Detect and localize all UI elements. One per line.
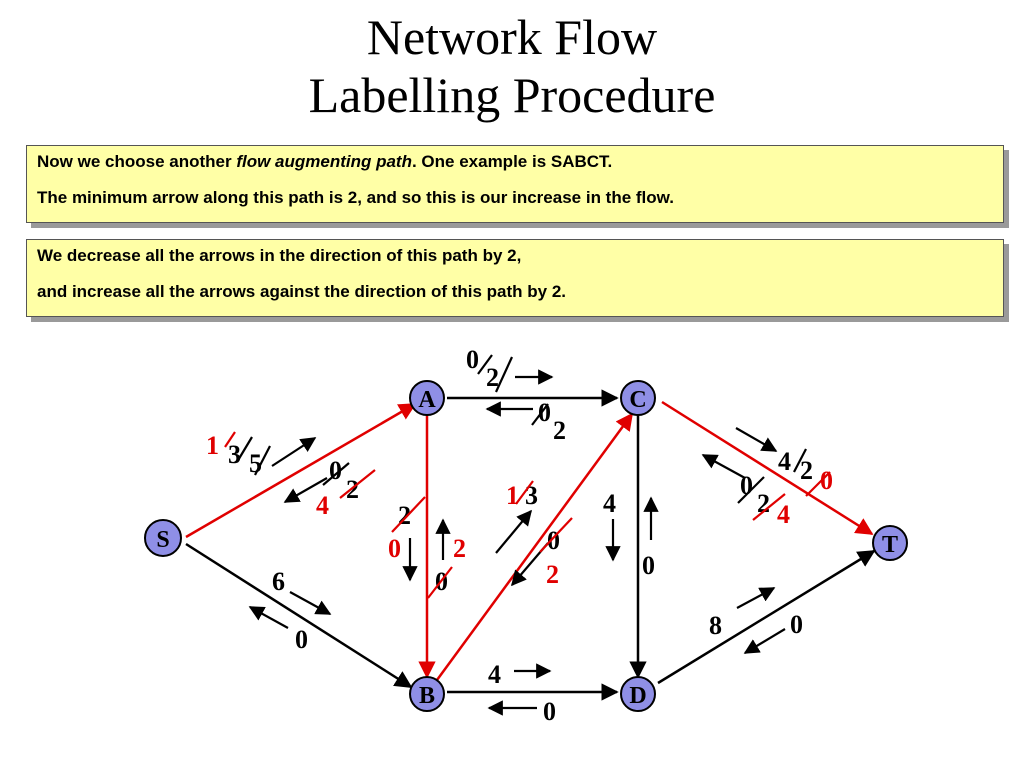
node-s-label: S (156, 527, 169, 553)
node-a-label: A (418, 387, 436, 413)
label-ac-top-new: 2 (486, 363, 499, 392)
label-cb-down-new: 2 (546, 560, 559, 589)
label-sa-up-old0: 5 (249, 449, 262, 478)
flow-arrow-bc (495, 509, 532, 554)
label-ac-top-old: 0 (466, 345, 479, 374)
node-a[interactable]: A (409, 380, 445, 416)
info-box-1-line-1: Now we choose another flow augmenting pa… (37, 152, 993, 172)
label-cb-down-old: 0 (547, 526, 560, 555)
flow-arrow-dt (736, 587, 776, 609)
flow-arrow-td (743, 628, 786, 654)
title-line-2: Labelling Procedure (308, 67, 716, 123)
label-sa-up-new: 1 (206, 431, 219, 460)
info-box-2: We decrease all the arrows in the direct… (26, 239, 1004, 317)
info-text: . One example is SABCT. (411, 152, 613, 171)
edges (185, 389, 876, 701)
node-c[interactable]: C (620, 380, 656, 416)
node-d[interactable]: D (620, 676, 656, 712)
label-dc-up: 0 (642, 551, 655, 580)
label-dt-up: 8 (709, 611, 722, 640)
strike-mark (737, 476, 765, 504)
strike-mark (254, 445, 271, 476)
strike-mark (805, 471, 831, 497)
flow-arrow-ct (735, 427, 778, 452)
label-as-down-new: 4 (316, 491, 329, 520)
strike-mark (427, 566, 453, 599)
strike-mark (752, 493, 786, 521)
strike-mark (339, 469, 376, 499)
label-ca-bot-old: 0 (538, 398, 551, 427)
label-bd-right: 4 (488, 660, 501, 689)
flow-arrow-sb (289, 591, 332, 615)
strike-mark (531, 403, 549, 426)
label-tc-up-new: 4 (777, 500, 790, 529)
info-emphasis: flow augmenting path (236, 152, 412, 171)
label-ab-down-new: 0 (388, 534, 401, 563)
label-cd-down: 4 (603, 489, 616, 518)
node-c-label: C (629, 387, 646, 413)
edge-s-a (185, 402, 417, 539)
flow-arrow-sa (271, 437, 317, 467)
label-db-left: 0 (543, 697, 556, 726)
flow-arrow-tc (701, 454, 746, 479)
strike-mark (539, 517, 573, 553)
strike-mark (322, 462, 350, 486)
strike-marks (224, 354, 831, 599)
node-s[interactable]: S (144, 519, 182, 557)
info-box-2-line-1: We decrease all the arrows in the direct… (37, 246, 522, 265)
flow-arrows (248, 369, 786, 716)
node-t[interactable]: T (872, 525, 908, 561)
strike-mark (236, 436, 253, 463)
strike-mark (391, 496, 426, 533)
label-bc-up-old: 3 (525, 481, 538, 510)
node-b[interactable]: B (409, 676, 445, 712)
edge-d-t (657, 549, 876, 685)
label-ct-down-old: 4 (778, 447, 791, 476)
info-box-1: Now we choose another flow augmenting pa… (26, 145, 1004, 223)
strike-mark (224, 431, 236, 448)
flow-arrow-as (283, 477, 328, 503)
label-bs-up: 0 (295, 625, 308, 654)
capacity-labels: 0 2 0 2 1 3 5 0 2 4 2 0 2 0 1 3 0 2 4 0 … (206, 345, 833, 726)
strike-mark (494, 356, 514, 393)
node-b-label: B (419, 683, 435, 709)
label-ct-down-mid: 2 (800, 456, 813, 485)
strike-mark (793, 448, 807, 473)
strike-mark (515, 480, 534, 505)
edge-c-t (661, 400, 874, 536)
node-d-label: D (629, 683, 646, 709)
label-ca-bot-new: 2 (553, 416, 566, 445)
info-text: Now we choose another (37, 152, 237, 171)
nodes: S A C B D T (144, 380, 908, 712)
flow-arrow-bs (248, 606, 289, 629)
label-sb-down: 6 (272, 567, 285, 596)
label-sa-up-old1: 3 (228, 440, 241, 469)
info-box-1-line-2: The minimum arrow along this path is 2, … (37, 188, 674, 207)
label-td-down: 0 (790, 610, 803, 639)
edge-s-b (185, 542, 413, 689)
label-tc-up-mid: 2 (757, 489, 770, 518)
title-line-1: Network Flow (366, 9, 658, 65)
label-as-down-mid: 2 (346, 475, 359, 504)
slide-title: Network Flow Labelling Procedure (0, 8, 1024, 124)
node-t-label: T (882, 532, 898, 558)
edge-b-c (435, 412, 634, 681)
label-bc-up-new: 1 (506, 481, 519, 510)
info-box-2-line-2: and increase all the arrows against the … (37, 282, 567, 301)
label-ba-up-new: 2 (453, 534, 466, 563)
strike-mark (477, 354, 493, 375)
